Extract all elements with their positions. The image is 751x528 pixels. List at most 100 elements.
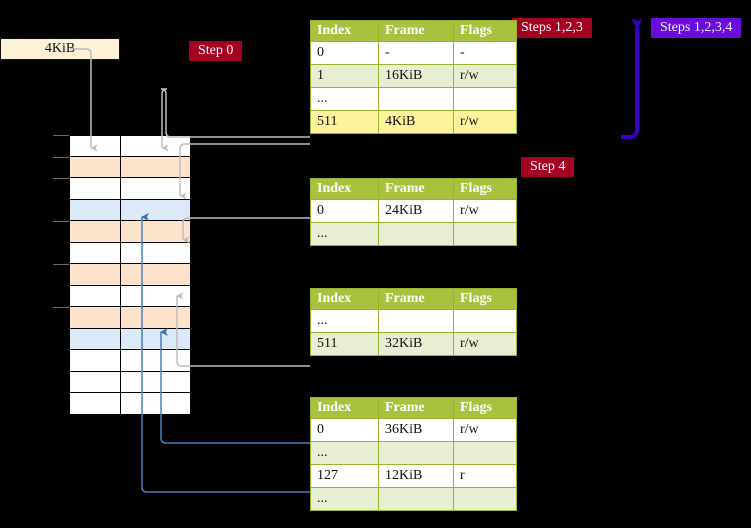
table-cell-index: ... bbox=[310, 309, 379, 333]
memory-size-box: 4KiB bbox=[0, 38, 120, 60]
memory-frame-row bbox=[70, 156, 190, 179]
memory-frame-row bbox=[70, 393, 190, 415]
table-cell-flags bbox=[453, 222, 517, 246]
memory-frame-row bbox=[70, 264, 190, 286]
table-cell-flags: r/w bbox=[453, 199, 517, 223]
table-cell-frame bbox=[378, 441, 454, 465]
table-cell-frame: 24KiB bbox=[378, 199, 454, 223]
wire-16kib-to-grid bbox=[179, 143, 310, 200]
table-cell-frame bbox=[378, 87, 454, 111]
memory-frame-row bbox=[70, 371, 190, 394]
badge-step-0-label: Step 0 bbox=[198, 43, 234, 58]
table-cell-frame: 36KiB bbox=[378, 418, 454, 442]
table-cell-flags bbox=[453, 309, 517, 333]
badge-step-4: Step 4 bbox=[521, 157, 575, 178]
memory-frame-row bbox=[70, 242, 190, 265]
memory-frame-row bbox=[70, 285, 190, 308]
table-row: ... bbox=[310, 309, 517, 333]
table-row: ... bbox=[310, 222, 517, 246]
table-cell-flags: r/w bbox=[453, 64, 517, 88]
table-cell-index: 0 bbox=[310, 199, 379, 223]
table-row: 0-- bbox=[310, 41, 517, 65]
table-row: ... bbox=[310, 87, 517, 111]
table-header-flags: Flags bbox=[453, 397, 517, 419]
memory-grid-tick bbox=[53, 221, 69, 223]
wire-steps-bracket bbox=[621, 18, 643, 139]
table-cell-frame: 32KiB bbox=[378, 332, 454, 356]
table-cell-frame: - bbox=[378, 41, 454, 65]
table-row: ... bbox=[310, 487, 517, 511]
table-cell-frame bbox=[378, 222, 454, 246]
table-header-index: Index bbox=[310, 397, 379, 419]
table-header-frame: Frame bbox=[378, 288, 454, 310]
table-cell-index: 511 bbox=[310, 332, 379, 356]
table-cell-frame: 16KiB bbox=[378, 64, 454, 88]
table-cell-flags: - bbox=[453, 41, 517, 65]
table-header-index: Index bbox=[310, 288, 379, 310]
table-header-flags: Flags bbox=[453, 178, 517, 200]
table-cell-frame: 4KiB bbox=[378, 110, 454, 134]
table-cell-flags: r/w bbox=[453, 332, 517, 356]
table-cell-index: 0 bbox=[310, 41, 379, 65]
table-row: ... bbox=[310, 441, 517, 465]
table-cell-index: 1 bbox=[310, 64, 379, 88]
table-cell-flags bbox=[453, 441, 517, 465]
table-cell-index: ... bbox=[310, 222, 379, 246]
table-header-frame: Frame bbox=[378, 397, 454, 419]
table-cell-flags bbox=[453, 87, 517, 111]
memory-grid-tick bbox=[53, 307, 69, 309]
memory-frame-row bbox=[70, 199, 190, 222]
table-header-flags: Flags bbox=[453, 288, 517, 310]
wire-24kib-to-grid bbox=[182, 217, 310, 244]
badge-steps-1234-label: Steps 1,2,3,4 bbox=[660, 20, 733, 35]
memory-grid-tick bbox=[53, 178, 69, 180]
badge-step-0: Step 0 bbox=[189, 41, 243, 62]
table-cell-frame bbox=[378, 487, 454, 511]
badge-step-4-label: Step 4 bbox=[530, 159, 566, 174]
memory-grid-tick bbox=[53, 264, 69, 266]
wire-32kib-to-grid bbox=[176, 292, 310, 367]
table-cell-index: ... bbox=[310, 87, 379, 111]
memory-frame-row bbox=[70, 221, 190, 243]
memory-grid-divider bbox=[120, 135, 121, 415]
memory-frame-row bbox=[70, 307, 190, 329]
table-cell-index: 0 bbox=[310, 418, 379, 442]
wire-pml4-row511-out bbox=[160, 88, 310, 138]
table-cell-index: ... bbox=[310, 487, 379, 511]
table-cell-flags bbox=[453, 487, 517, 511]
table-cell-frame bbox=[378, 309, 454, 333]
table-cell-frame: 12KiB bbox=[378, 464, 454, 488]
memory-grid-tick bbox=[53, 135, 69, 136]
memory-size-label: 4KiB bbox=[44, 41, 76, 56]
table-header-index: Index bbox=[310, 20, 379, 42]
table-header-flags: Flags bbox=[453, 20, 517, 42]
memory-frame-row bbox=[70, 350, 190, 372]
table-header-frame: Frame bbox=[378, 20, 454, 42]
badge-steps-1234: Steps 1,2,3,4 bbox=[651, 18, 742, 39]
badge-steps-123-label: Steps 1,2,3 bbox=[521, 20, 583, 35]
table-header-frame: Frame bbox=[378, 178, 454, 200]
table-header-index: Index bbox=[310, 178, 379, 200]
table-cell-index: 511 bbox=[310, 110, 379, 134]
table-cell-flags: r/w bbox=[453, 418, 517, 442]
memory-frame-row bbox=[70, 135, 190, 157]
table-cell-flags: r/w bbox=[453, 110, 517, 134]
table-cell-index: ... bbox=[310, 441, 379, 465]
physical-memory-grid bbox=[53, 135, 190, 415]
table-cell-flags: r bbox=[453, 464, 517, 488]
badge-steps-123: Steps 1,2,3 bbox=[512, 18, 592, 39]
memory-frame-row bbox=[70, 178, 190, 200]
memory-grid-tick bbox=[53, 156, 69, 158]
wire-4kib-to-grid bbox=[70, 48, 98, 152]
memory-frame-row bbox=[70, 328, 190, 351]
